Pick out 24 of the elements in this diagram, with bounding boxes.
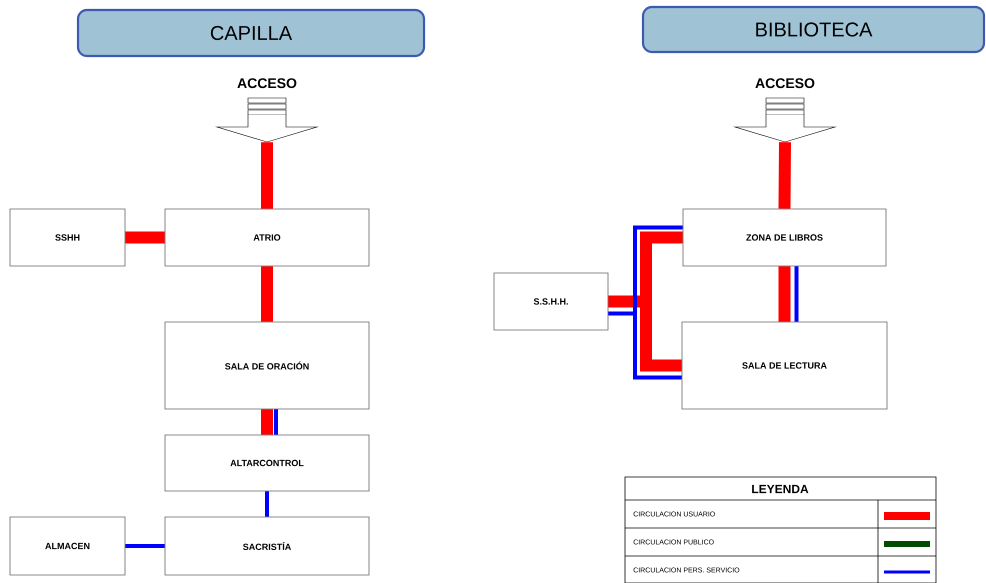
circulation-line — [261, 266, 273, 322]
room-box: SALA DE LECTURA — [682, 322, 888, 410]
room-box: SACRISTÍA — [164, 516, 370, 576]
room-box: SSHH — [10, 208, 126, 266]
title-band: CAPILLA — [76, 8, 426, 58]
room-box: ZONA DE LIBROS — [682, 208, 886, 266]
room-box: ALMACEN — [10, 516, 126, 576]
room-box: ATRIO — [164, 208, 370, 266]
room-box: SALA DE ORACIÓN — [164, 322, 370, 410]
room-box: S.S.H.H. — [494, 272, 608, 330]
circulation-line — [261, 142, 273, 209]
circulation-line — [778, 142, 791, 209]
circulation-line — [261, 409, 273, 435]
circulation-line — [125, 544, 165, 548]
legend-title: LEYENDA — [752, 484, 808, 494]
title-band: BIBLIOTECA — [642, 6, 986, 54]
circulation-line — [778, 266, 790, 322]
circulation-line — [265, 491, 269, 517]
circulation-line — [794, 266, 798, 322]
circulation-line — [608, 296, 682, 372]
circulation-line — [125, 232, 165, 244]
circulation-line — [608, 312, 682, 380]
room-box: ALTARCONTROL — [164, 434, 370, 492]
circulation-line — [274, 409, 278, 435]
